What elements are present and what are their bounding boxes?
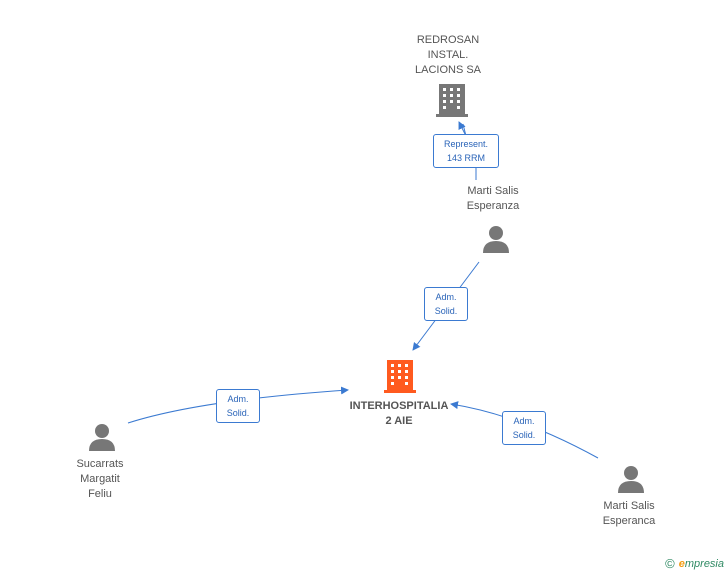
building-icon[interactable] [384,360,416,393]
person-left-label[interactable]: Sucarrats Margatit Feliu [76,458,124,500]
edge-label-mid: Adm. Solid. [424,287,468,321]
empresia-watermark: © empresia [665,556,724,571]
person-mid-label[interactable]: Marti Salis Esperanza [466,185,520,212]
person-icon[interactable] [483,226,509,253]
brand-rest: mpresia [684,557,724,570]
person-right-label[interactable]: Marti Salis Esperanca [602,500,656,527]
edge-top-arrow [458,121,466,135]
company-top-label[interactable]: REDROSAN INSTAL. LACIONS SA [414,34,482,76]
person-icon[interactable] [618,466,644,493]
copyright-symbol: © [665,556,675,571]
edge-label-top: Represent. 143 RRM [433,134,499,168]
edge-label-left: Adm. Solid. [216,389,260,423]
person-icon[interactable] [89,424,115,451]
brand-initial: e [678,557,685,570]
edge-label-right: Adm. Solid. [502,411,546,445]
brand-logo: empresia [679,558,724,570]
building-icon[interactable] [436,84,468,117]
center-company-label[interactable]: INTERHOSPITALIA 2 AIE [349,400,449,427]
